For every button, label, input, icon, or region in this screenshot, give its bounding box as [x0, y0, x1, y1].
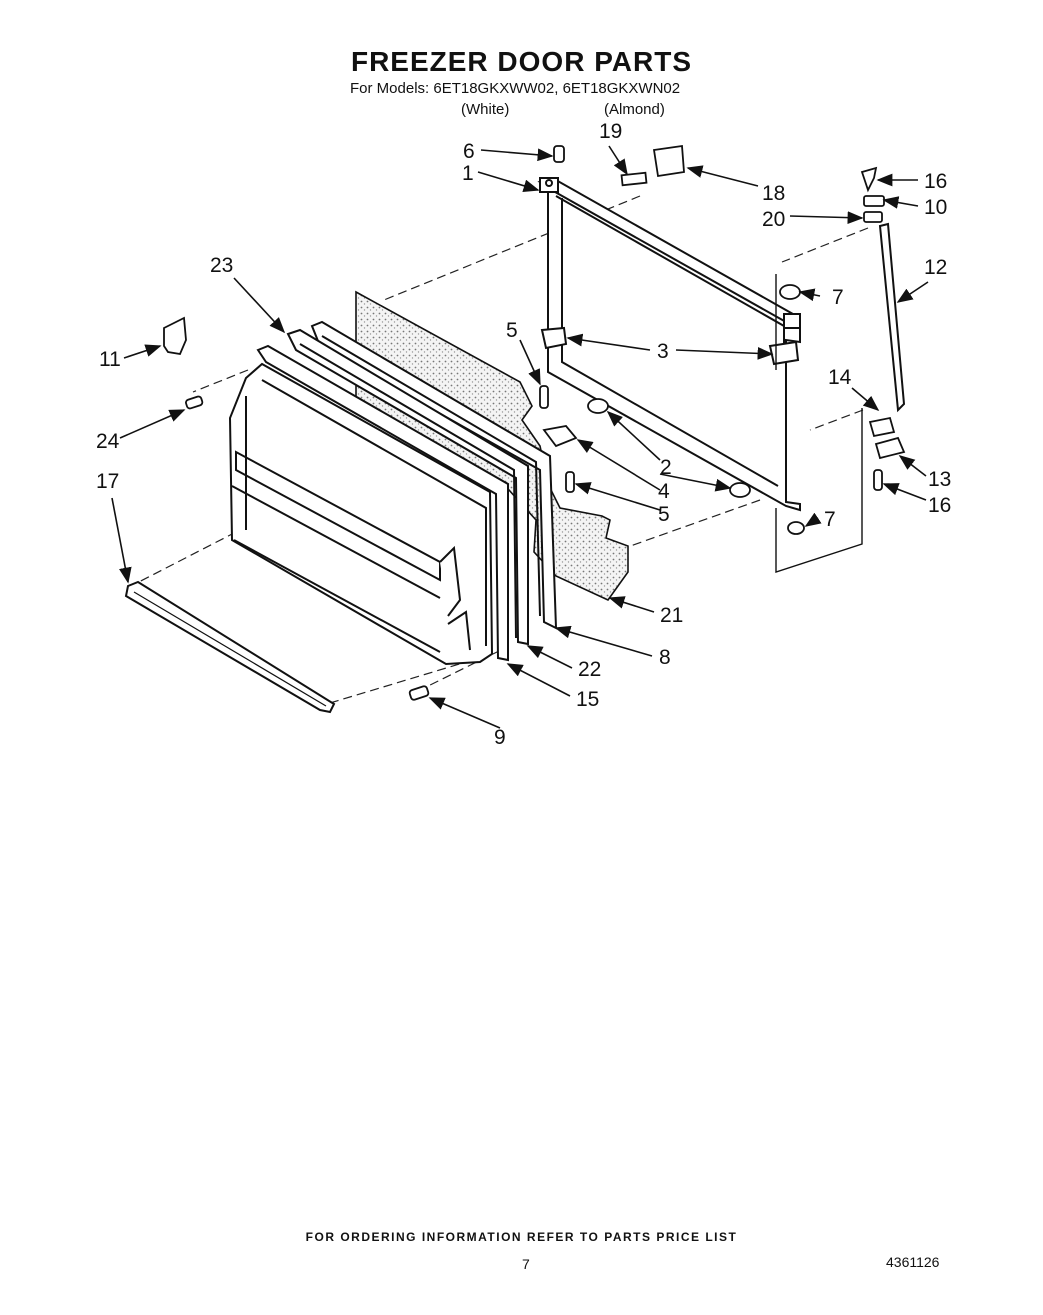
callout-22: 22 [578, 658, 601, 681]
models-line: For Models: 6ET18GKXWW02, 6ET18GKXWN02 [350, 80, 681, 97]
callout-11: 11 [99, 348, 121, 371]
callout-23: 23 [210, 254, 233, 277]
callout-16a: 16 [924, 170, 947, 193]
variant-almond: (Almond) [604, 101, 665, 118]
page-title: FREEZER DOOR PARTS [350, 46, 693, 77]
callout-1: 1 [462, 162, 474, 185]
callout-15: 15 [576, 688, 599, 711]
callout-16b: 16 [928, 494, 951, 517]
variant-white: (White) [461, 101, 510, 118]
callout-20: 20 [762, 208, 785, 231]
callout-4: 4 [658, 480, 670, 503]
callout-8: 8 [659, 646, 671, 669]
callout-24: 24 [96, 430, 120, 453]
callout-5b: 5 [658, 503, 670, 526]
callout-17: 17 [96, 470, 119, 493]
callout-12: 12 [924, 256, 947, 279]
small-parts [163, 144, 906, 701]
trim-strip-12 [878, 222, 906, 413]
side-bracket-lines [775, 274, 863, 573]
callout-9: 9 [494, 726, 506, 749]
leader-lines [111, 145, 929, 729]
inner-panel-22 [286, 328, 529, 646]
callout-5a: 5 [506, 319, 518, 342]
page-number: 7 [522, 1256, 530, 1272]
callout-13: 13 [928, 468, 951, 491]
callout-14: 14 [828, 366, 852, 389]
callout-6: 6 [463, 140, 475, 163]
hinge-channels-3 [540, 326, 800, 366]
callout-21: 21 [660, 604, 683, 627]
callout-7a: 7 [832, 286, 844, 309]
callout-18: 18 [762, 182, 785, 205]
callout-7b: 7 [824, 508, 836, 531]
callout-2: 2 [660, 456, 672, 479]
ordering-note: FOR ORDERING INFORMATION REFER TO PARTS … [305, 1230, 738, 1244]
callout-labels: 1 2 3 4 5 5 6 7 7 8 9 10 11 12 13 14 15 … [96, 120, 951, 749]
door-frame-1 [537, 177, 801, 512]
door-liner [228, 362, 494, 666]
doc-number: 4361126 [886, 1254, 940, 1270]
callout-19: 19 [599, 120, 622, 143]
callout-3: 3 [657, 340, 669, 363]
retainer-15 [256, 344, 509, 662]
callout-10: 10 [924, 196, 947, 219]
